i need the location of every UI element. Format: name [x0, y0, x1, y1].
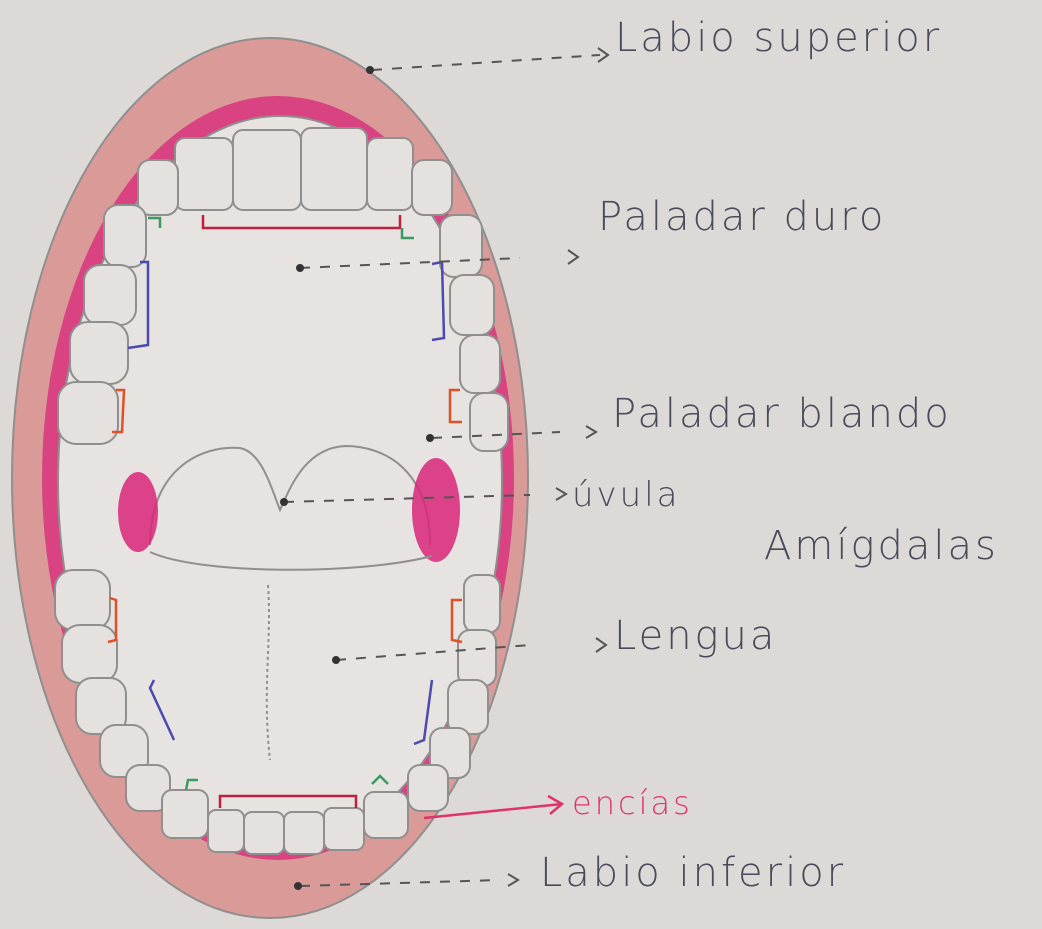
label-labio-superior: Labio superior — [615, 18, 942, 58]
label-amigdalas: Amígdalas — [764, 526, 999, 566]
label-paladar-blando: Paladar blando — [612, 394, 952, 434]
label-labio-inferior: Labio inferior — [540, 853, 846, 893]
tonsil-right — [412, 458, 460, 562]
tonsil-left — [118, 472, 158, 552]
label-encias: encías — [572, 787, 693, 819]
upper-teeth — [138, 128, 452, 215]
label-paladar-duro: Paladar duro — [598, 197, 886, 237]
label-uvula: úvula — [572, 478, 681, 512]
label-lengua: Lengua — [614, 616, 777, 656]
